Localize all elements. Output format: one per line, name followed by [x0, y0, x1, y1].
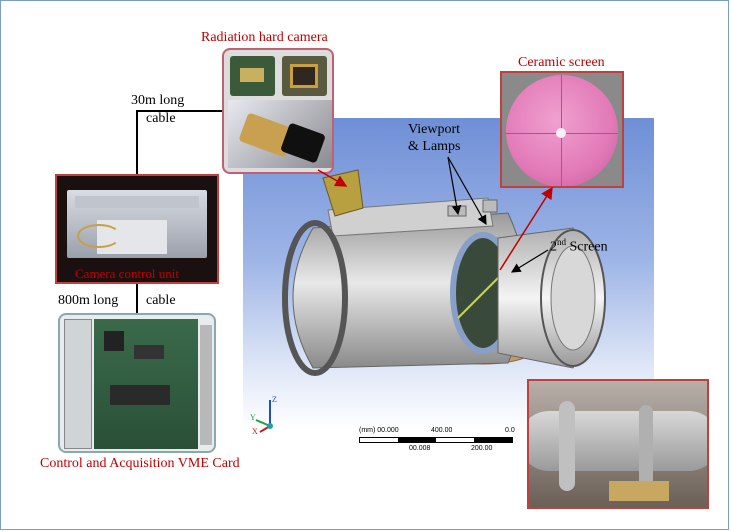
radiation-camera-photo: [222, 48, 334, 174]
camera-mount: [322, 169, 364, 217]
second-screen-arrow: [510, 249, 549, 273]
viewport-arrow-1: [447, 156, 462, 216]
scale-top-right: 0.0: [505, 427, 515, 434]
scale-top-mid: 400.00: [431, 427, 453, 434]
axis-z-label: Z: [272, 395, 277, 404]
left-ring: [282, 220, 348, 376]
second-screen-label: 2nd Screen: [550, 237, 608, 255]
vme-card-photo: [58, 313, 216, 453]
scale-bottom-left: 00.008: [409, 445, 431, 452]
axis-y-label: Y: [250, 413, 256, 422]
camera-control-unit-photo: Camera control unit: [55, 174, 219, 284]
ceramic-screen-photo: [500, 71, 624, 188]
ceramic-arrow: [499, 186, 553, 271]
axis-x-label: X: [252, 427, 258, 436]
cable-30m-label-line1: 30m long: [131, 93, 185, 108]
cable-30m-label-line2: cable: [146, 111, 176, 126]
camera-arrow: [317, 169, 348, 187]
scale-top-left: (mm) 00.000: [359, 427, 399, 434]
viewport-label-line2: & Lamps: [408, 139, 461, 154]
cable-30m-line: [136, 110, 222, 174]
radiation-camera-label: Radiation hard camera: [201, 30, 328, 45]
installed-chamber-photo: [527, 379, 709, 509]
viewport-arrow-2: [447, 156, 487, 226]
axis-triad: Z Y X: [250, 395, 277, 436]
viewport-label-line1: Viewport: [408, 122, 461, 137]
camera-control-unit-label: Camera control unit: [75, 266, 179, 281]
scale-bottom-right: 200.00: [471, 445, 493, 452]
cable-800m-label-part2: cable: [146, 293, 176, 308]
ceramic-screen-label: Ceramic screen: [518, 55, 605, 70]
vme-card-label: Control and Acquisition VME Card: [40, 456, 240, 471]
cable-800m-label-part1: 800m long: [58, 293, 119, 308]
cad-chamber-drawing: [282, 169, 606, 376]
scale-bar: (mm) 00.000 400.00 0.0 00.008 200.00: [359, 427, 515, 457]
